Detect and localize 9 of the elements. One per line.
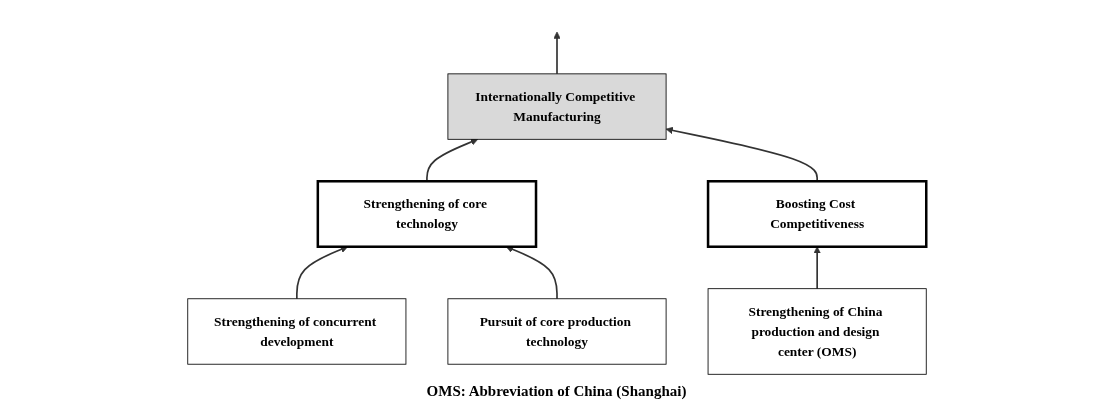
arrow [552,31,561,75]
node-box: Internationally Competitive Manufacturing [446,73,666,140]
node-box: Pursuit of core production technology [446,298,666,365]
arrow [812,246,821,290]
node-box: Strengthening of China production and design center (OMS) [707,288,927,375]
node-box: Strengthening of concurrent development [186,298,406,365]
footnote-text: OMS: Abbreviation of China (Shanghai) [426,383,687,400]
node-box: Strengthening of core technology [316,180,537,248]
node-box: Boosting Cost Competitiveness [706,180,927,248]
